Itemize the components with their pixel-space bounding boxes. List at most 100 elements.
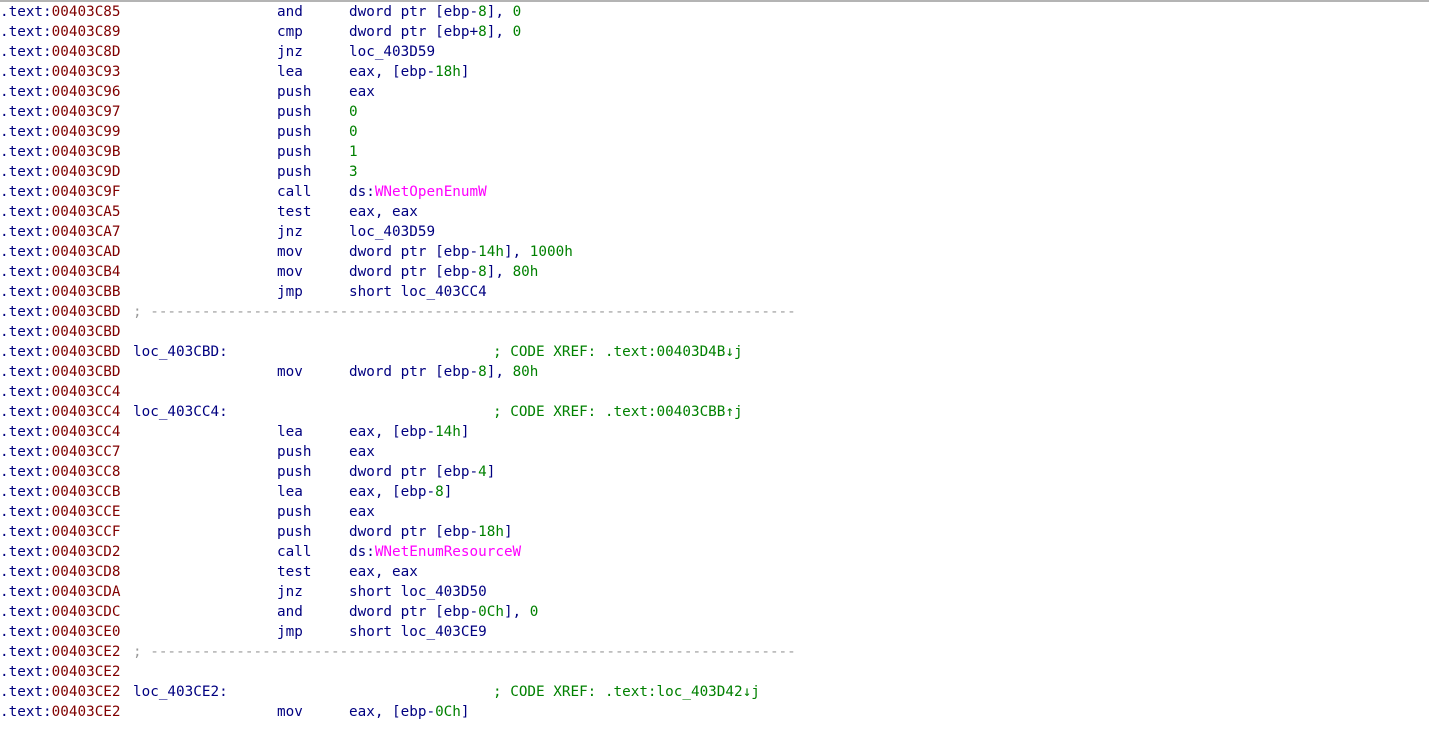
instruction-mnemonic[interactable]: lea — [277, 484, 303, 500]
xref-comment[interactable]: ; CODE XREF: .text:00403CBB↑j — [493, 404, 743, 420]
instruction-mnemonic[interactable]: push — [277, 444, 312, 460]
instruction-mnemonic[interactable]: cmp — [277, 24, 303, 40]
instruction-operands[interactable]: eax — [349, 82, 375, 102]
instruction-mnemonic[interactable]: call — [277, 544, 312, 560]
instruction-mnemonic[interactable]: lea — [277, 64, 303, 80]
listing-line[interactable]: .text:00403CE2; ------------------------… — [0, 642, 1429, 662]
instruction-mnemonic[interactable]: and — [277, 4, 303, 20]
instruction-operands[interactable]: dword ptr [ebp+8], 0 — [349, 22, 521, 42]
instruction-mnemonic[interactable]: push — [277, 104, 312, 120]
instruction-operands[interactable]: eax, eax — [349, 202, 418, 222]
instruction-operands[interactable]: short loc_403D50 — [349, 582, 487, 602]
instruction-mnemonic[interactable]: push — [277, 84, 312, 100]
instruction-mnemonic[interactable]: mov — [277, 704, 303, 720]
instruction-operands[interactable]: loc_403D59 — [349, 42, 435, 62]
import-name[interactable]: WNetOpenEnumW — [374, 184, 487, 200]
instruction-operands[interactable]: dword ptr [ebp-8], 80h — [349, 262, 538, 282]
instruction-mnemonic[interactable]: jnz — [277, 224, 303, 240]
instruction-mnemonic[interactable]: push — [277, 524, 312, 540]
instruction-mnemonic[interactable]: lea — [277, 424, 303, 440]
instruction-mnemonic[interactable]: jmp — [277, 284, 303, 300]
instruction-operands[interactable]: eax — [349, 502, 375, 522]
instruction-operands[interactable]: loc_403D59 — [349, 222, 435, 242]
listing-line[interactable]: .text:00403CBD; ------------------------… — [0, 302, 1429, 322]
instruction-mnemonic[interactable]: push — [277, 504, 312, 520]
instruction-mnemonic[interactable]: push — [277, 124, 312, 140]
instruction-mnemonic[interactable]: test — [277, 564, 312, 580]
instruction-mnemonic[interactable]: call — [277, 184, 312, 200]
instruction-mnemonic[interactable]: mov — [277, 364, 303, 380]
xref-comment[interactable]: ; CODE XREF: .text:00403D4B↓j — [493, 344, 743, 360]
instruction-operands[interactable]: dword ptr [ebp-14h], 1000h — [349, 242, 573, 262]
instruction-mnemonic[interactable]: jnz — [277, 584, 303, 600]
instruction-operands[interactable]: dword ptr [ebp-18h] — [349, 522, 513, 542]
instruction-operands[interactable]: eax, [ebp-8] — [349, 482, 452, 502]
instruction-mnemonic[interactable]: and — [277, 604, 303, 620]
instruction-operands[interactable]: dword ptr [ebp-4] — [349, 462, 495, 482]
instruction-operands[interactable]: eax, [ebp-14h] — [349, 422, 470, 442]
instruction-operands[interactable]: eax, eax — [349, 562, 418, 582]
instruction-operands[interactable]: ds:WNetOpenEnumW — [349, 182, 487, 202]
xref-comment[interactable]: ; CODE XREF: .text:loc_403D42↓j — [493, 684, 760, 700]
instruction-mnemonic[interactable]: mov — [277, 264, 303, 280]
listing-line[interactable]: .text:00403CC4 — [0, 382, 1429, 402]
instruction-operands[interactable]: eax, [ebp-0Ch] — [349, 702, 470, 722]
instruction-mnemonic[interactable]: push — [277, 144, 312, 160]
listing-line[interactable]: .text:00403CBD — [0, 322, 1429, 342]
instruction-mnemonic[interactable]: test — [277, 204, 312, 220]
code-label[interactable]: loc_403CC4: — [133, 404, 228, 420]
instruction-operands[interactable]: dword ptr [ebp-8], 80h — [349, 362, 538, 382]
instruction-mnemonic[interactable]: push — [277, 464, 312, 480]
instruction-operands[interactable]: 3 — [349, 162, 358, 182]
instruction-operands[interactable]: eax, [ebp-18h] — [349, 62, 470, 82]
code-label[interactable]: loc_403CBD: — [133, 344, 228, 360]
instruction-operands[interactable]: ds:WNetEnumResourceW — [349, 542, 521, 562]
instruction-operands[interactable]: 0 — [349, 102, 358, 122]
listing-line[interactable]: .text:00403CE2 — [0, 662, 1429, 682]
instruction-operands[interactable]: 1 — [349, 142, 358, 162]
instruction-operands[interactable]: eax — [349, 442, 375, 462]
instruction-operands[interactable]: short loc_403CE9 — [349, 622, 487, 642]
instruction-mnemonic[interactable]: mov — [277, 244, 303, 260]
instruction-operands[interactable]: dword ptr [ebp-8], 0 — [349, 2, 521, 22]
instruction-mnemonic[interactable]: jmp — [277, 624, 303, 640]
instruction-operands[interactable]: dword ptr [ebp-0Ch], 0 — [349, 602, 538, 622]
code-label[interactable]: loc_403CE2: — [133, 684, 228, 700]
instruction-mnemonic[interactable]: push — [277, 164, 312, 180]
instruction-mnemonic[interactable]: jnz — [277, 44, 303, 60]
import-name[interactable]: WNetEnumResourceW — [374, 544, 522, 560]
instruction-operands[interactable]: short loc_403CC4 — [349, 282, 487, 302]
